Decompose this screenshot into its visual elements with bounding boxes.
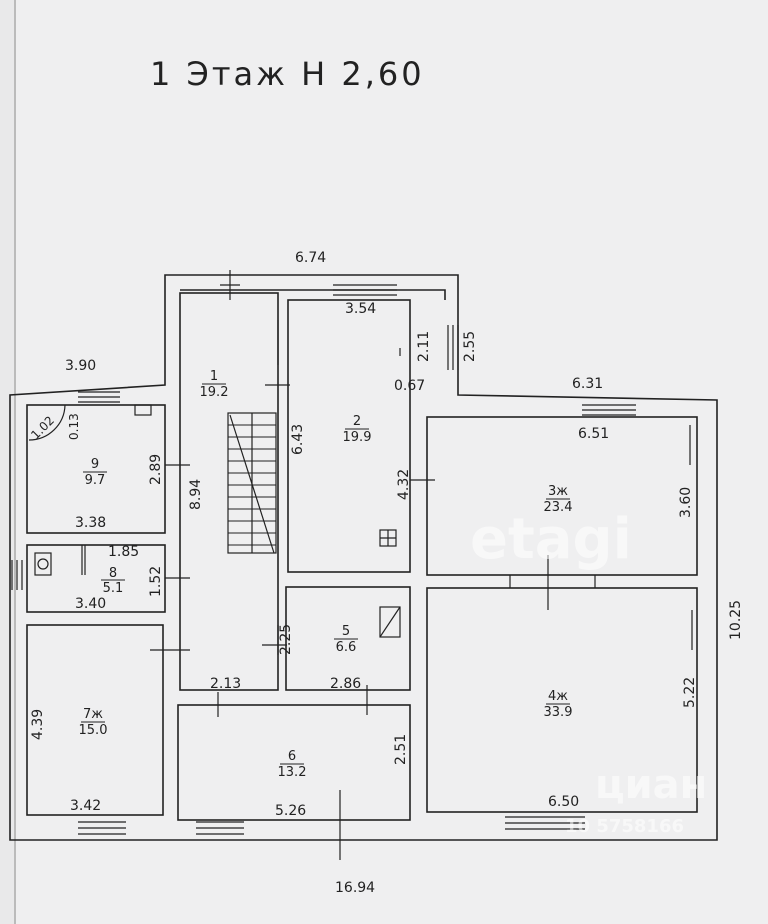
dim-bottom-total: 16.94: [335, 880, 375, 896]
dim-total-height: 10.25: [728, 600, 744, 640]
room-3: [426, 416, 698, 576]
dim-top-total: 6.74: [295, 250, 326, 266]
floor-title: 1 Этаж Н 2,60: [150, 55, 425, 93]
outer-wall-inner: [180, 289, 446, 300]
room-4: [426, 587, 698, 813]
dim-r8-bottom: 3.40: [75, 596, 106, 612]
dim-r9-side: 2.89: [148, 454, 164, 485]
room-2: [287, 299, 411, 573]
dim-r7-bottom: 3.42: [70, 798, 101, 814]
dim-r9-bottom: 3.38: [75, 515, 106, 531]
room-9-num: 9: [91, 457, 99, 472]
toilet-icon: [34, 552, 52, 576]
watermark-etagi: etagi: [470, 507, 632, 572]
windows: [11, 284, 636, 835]
door-marks: [28, 270, 693, 860]
dim-r8-top: 1.85: [108, 544, 139, 560]
room-5: [285, 586, 411, 691]
room-8-area: 5.1: [103, 581, 124, 596]
room-4-num: 4ж: [548, 689, 568, 704]
room-2-num: 2: [353, 414, 361, 429]
area-fraction-lines: [81, 383, 570, 765]
dim-r2-top: 3.54: [345, 301, 376, 317]
room-4-area: 33.9: [544, 705, 573, 720]
watermark-cian-id: 10 5758166: [565, 816, 684, 837]
vent-icon: [379, 529, 397, 547]
dim-r6-side: 2.51: [393, 734, 409, 765]
stair-steps: [228, 424, 276, 546]
room-2-area: 19.9: [343, 430, 372, 445]
outer-wall: [9, 274, 718, 841]
dim-r3-side: 3.60: [678, 487, 694, 518]
room-9: [26, 404, 166, 534]
dim-left-wing: 3.90: [65, 358, 96, 374]
room-6: [177, 704, 411, 821]
dim-r4-side: 5.22: [682, 677, 698, 708]
dim-r2-side-a: 2.11: [416, 331, 432, 362]
room-7: [26, 624, 164, 816]
dim-r2-side-b: 2.55: [462, 331, 478, 362]
dim-r5-side: 2.25: [278, 624, 294, 655]
dim-r2-height: 6.43: [290, 424, 306, 455]
dim-r6-bottom: 5.26: [275, 803, 306, 819]
room-7-num: 7ж: [83, 707, 103, 722]
dim-r2-step: 0.67: [394, 378, 425, 394]
room-6-area: 13.2: [278, 765, 307, 780]
watermark-cian: циан: [595, 762, 708, 808]
staircase: [227, 412, 277, 554]
room-1-num: 1: [210, 369, 218, 384]
dim-r7-side: 4.39: [30, 709, 46, 740]
room-3-area: 23.4: [544, 500, 573, 515]
dim-r4-bottom: 6.50: [548, 794, 579, 810]
room-7-area: 15.0: [79, 723, 108, 738]
dim-right-wing: 6.31: [572, 376, 603, 392]
dim-r3-top: 6.51: [578, 426, 609, 442]
room-3-num: 3ж: [548, 484, 568, 499]
room-6-num: 6: [288, 749, 296, 764]
stove-icon: [379, 606, 401, 638]
dim-r9-small: 0.13: [67, 413, 81, 440]
room-5-area: 6.6: [336, 640, 357, 655]
room-1-area: 19.2: [200, 385, 229, 400]
room-1: [179, 292, 279, 691]
dim-r8-side: 1.52: [148, 566, 164, 597]
room-8-num: 8: [109, 566, 117, 581]
dim-r1-bottom: 2.13: [210, 676, 241, 692]
dim-stair-height: 8.94: [188, 479, 204, 510]
room-5-num: 5: [342, 624, 350, 639]
dim-r2-lower: 4.32: [396, 469, 412, 500]
paper-sheet: [14, 0, 768, 924]
dim-r5-bottom: 2.86: [330, 676, 361, 692]
bath-partition: [81, 545, 86, 575]
sink-icon: [134, 404, 152, 416]
room-9-area: 9.7: [85, 473, 106, 488]
